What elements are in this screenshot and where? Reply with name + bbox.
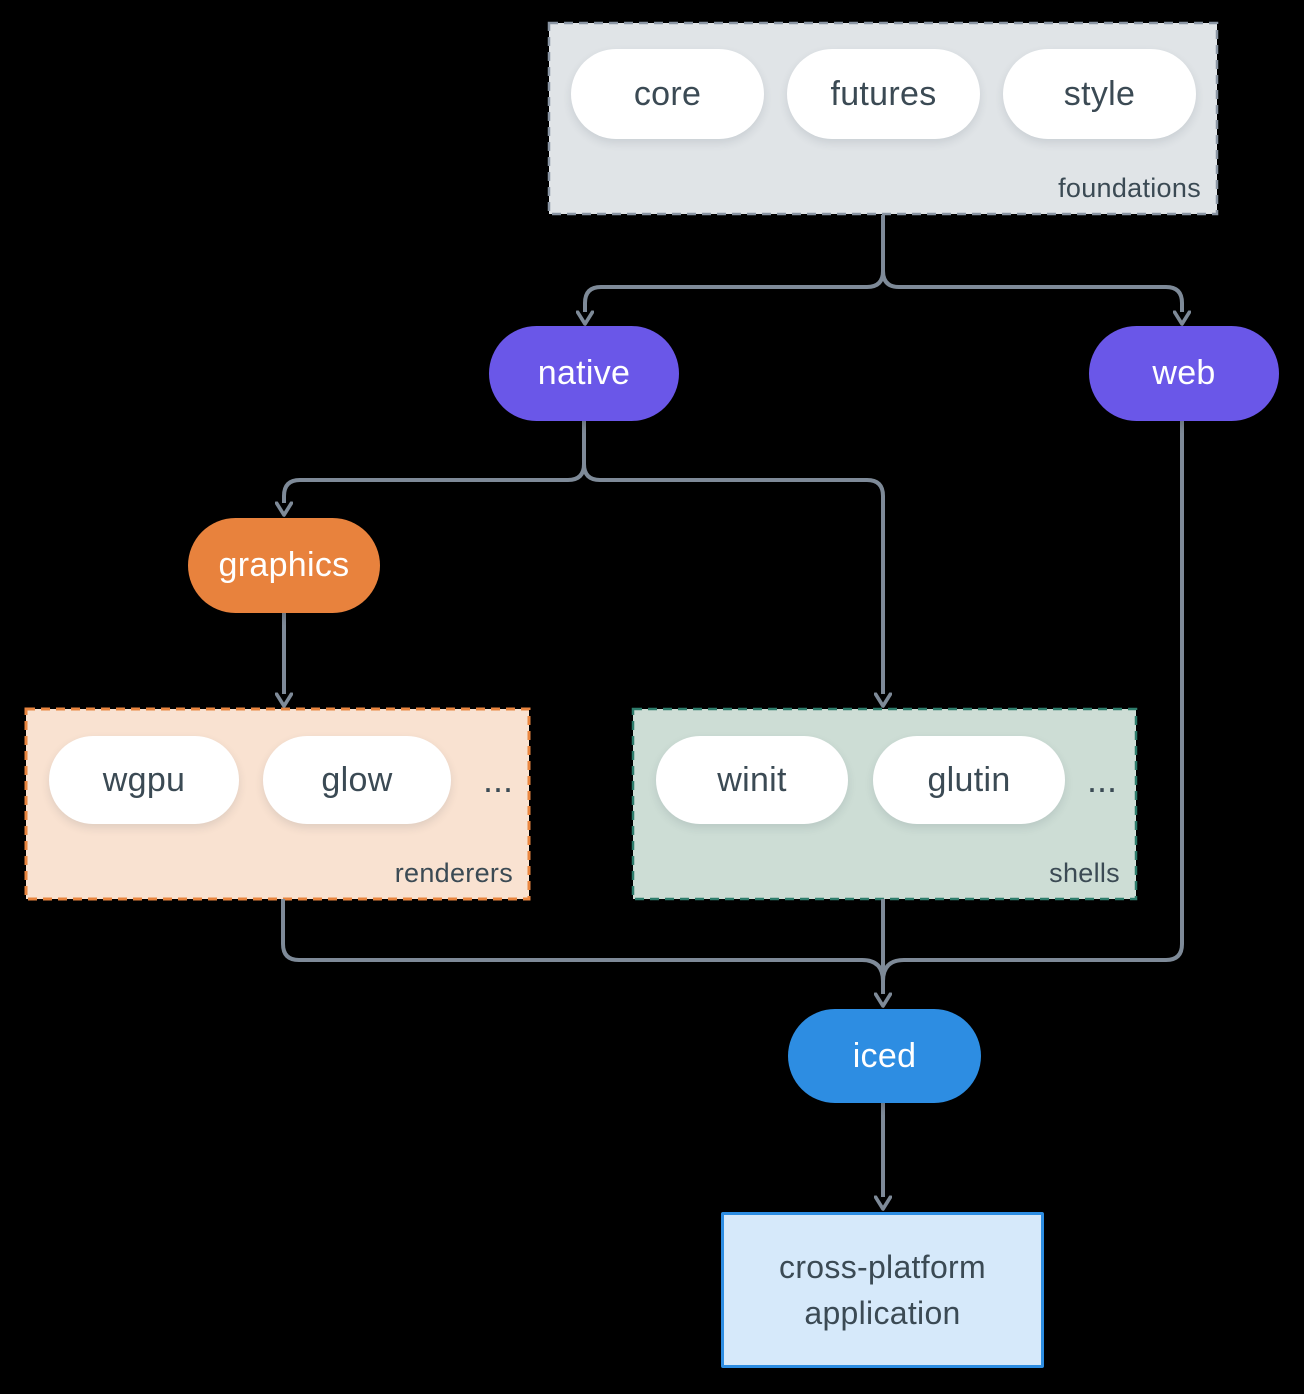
node-iced: iced	[788, 1009, 981, 1103]
foundations-label: foundations	[1058, 173, 1201, 203]
shells-label: shells	[1049, 858, 1120, 888]
node-futures: futures	[787, 49, 980, 139]
node-graphics: graphics	[188, 518, 380, 613]
edge-native-graphics	[284, 421, 586, 503]
node-web-label: web	[1152, 354, 1216, 392]
shells-ellipsis: ...	[1086, 759, 1117, 800]
application-box: cross-platform application	[721, 1212, 1044, 1368]
edge-native-shells	[582, 421, 883, 694]
node-winit: winit	[656, 736, 848, 824]
node-winit-label: winit	[717, 760, 787, 799]
node-native: native	[489, 326, 679, 421]
renderers-label: renderers	[394, 858, 513, 888]
node-glutin: glutin	[873, 736, 1065, 824]
node-core: core	[571, 49, 764, 139]
node-glow-label: glow	[321, 760, 393, 799]
node-wgpu-label: wgpu	[102, 760, 186, 799]
node-graphics-label: graphics	[218, 546, 350, 584]
application-label: cross-platform application	[779, 1248, 986, 1331]
foundations-group: core futures style foundations	[549, 23, 1217, 214]
edge-web-iced	[881, 421, 1184, 982]
node-futures-label: futures	[830, 74, 937, 113]
node-style: style	[1003, 49, 1196, 139]
node-iced-label: iced	[852, 1036, 917, 1075]
edge-foundations-native	[585, 215, 885, 312]
node-core-label: core	[633, 74, 702, 113]
edge-renderers-iced	[281, 899, 885, 982]
shells-group: winit glutin ... shells	[633, 709, 1136, 899]
node-web: web	[1089, 326, 1279, 421]
node-glutin-label: glutin	[927, 760, 1011, 799]
edge-foundations-web	[881, 215, 1182, 312]
node-glow: glow	[263, 736, 451, 824]
node-style-label: style	[1063, 74, 1136, 113]
renderers-ellipsis: ...	[482, 759, 513, 800]
node-native-label: native	[537, 354, 631, 392]
renderers-group: wgpu glow ... renderers	[26, 709, 529, 899]
node-wgpu: wgpu	[49, 736, 239, 824]
